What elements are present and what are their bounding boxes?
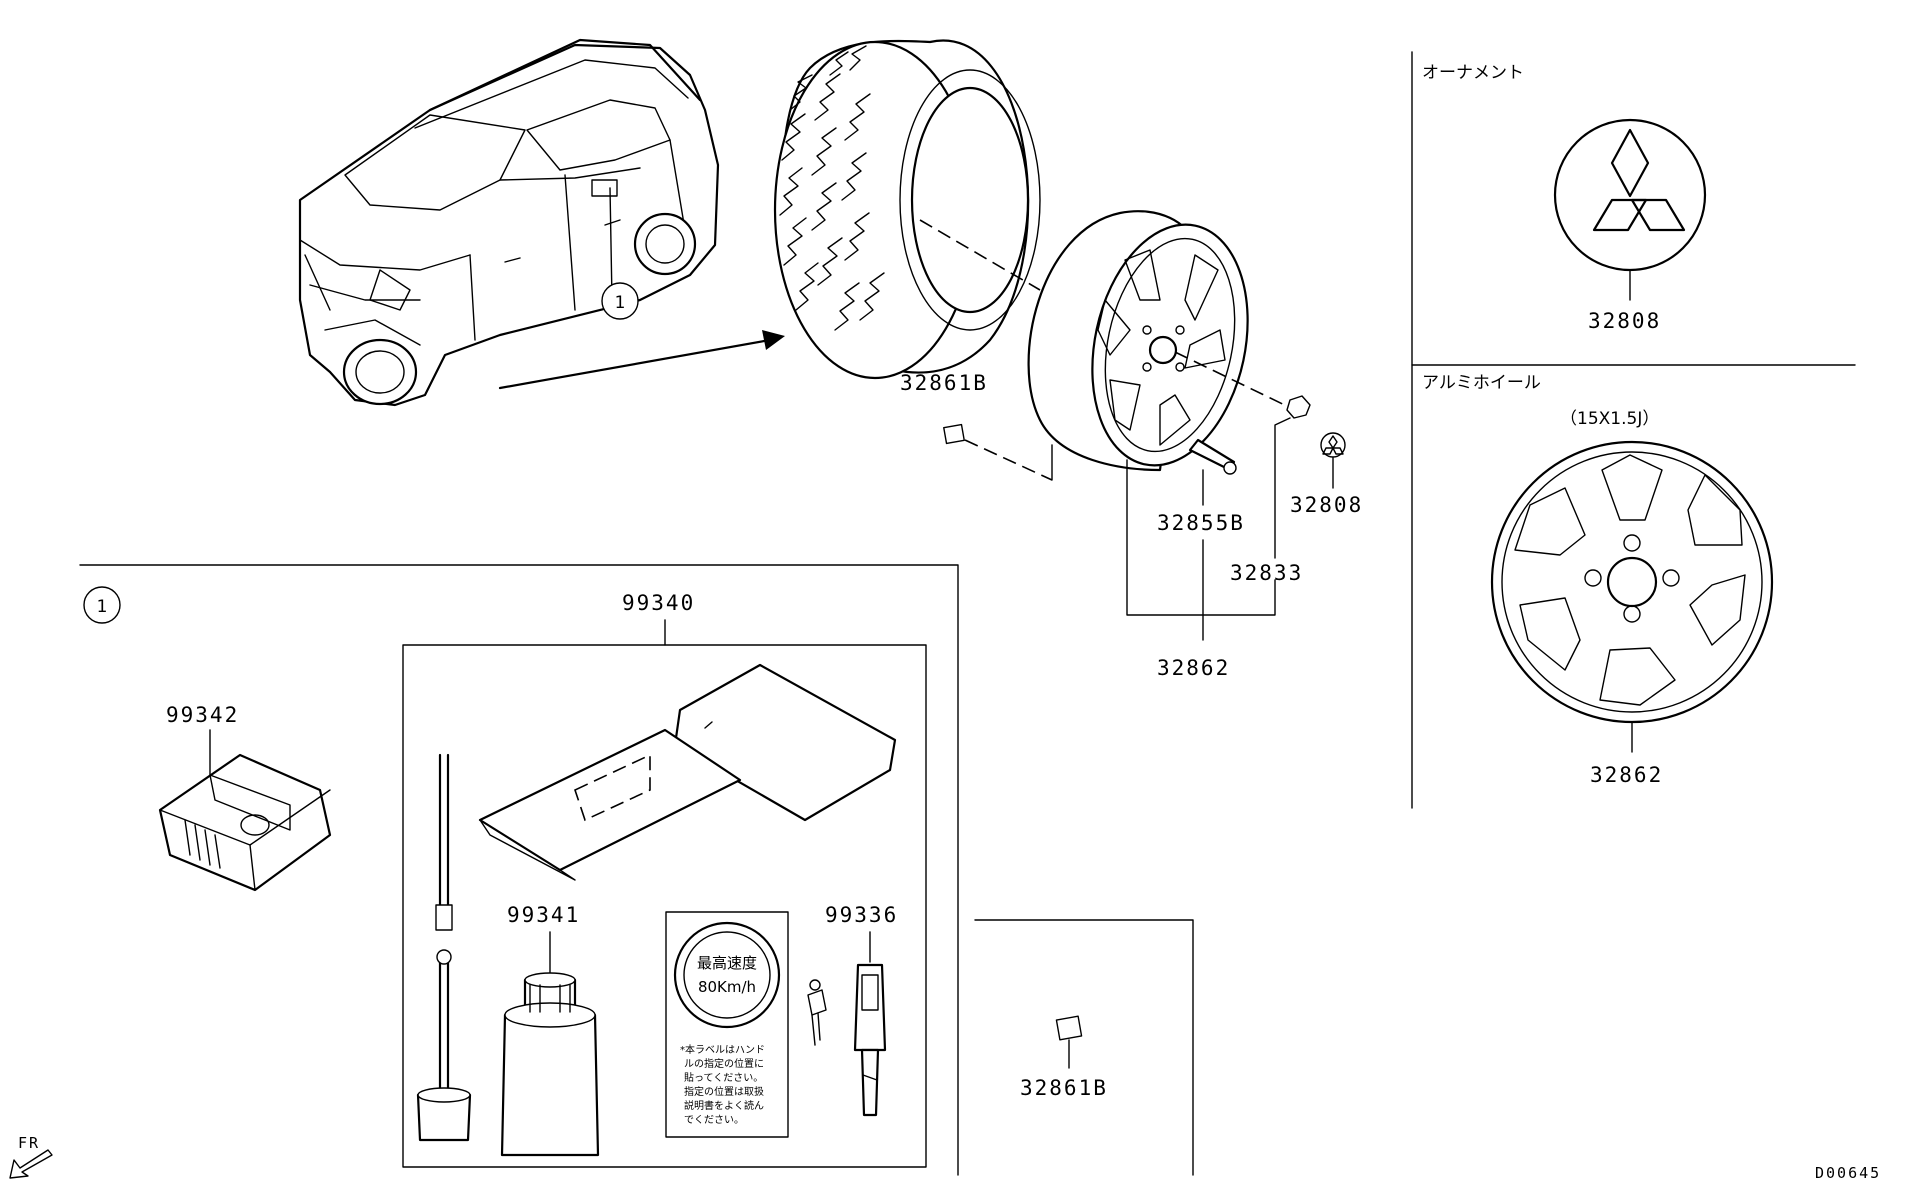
label-32855b: 32855B — [1157, 511, 1245, 535]
front-direction-arrow-icon — [9, 1149, 53, 1179]
weight-to-wheel-line — [964, 439, 1053, 481]
label-32861b-bottom: 32861B — [1020, 1076, 1108, 1100]
instruction-bags-illustration — [478, 663, 897, 881]
hub-ornament-illustration — [1320, 432, 1346, 458]
repair-kit-box — [402, 644, 927, 1168]
alloy-wheel-illustration — [1490, 440, 1774, 724]
front-direction-label: FR — [18, 1134, 40, 1152]
sticker-note-line-1: *本ラベルはハンド — [680, 1043, 765, 1056]
arrow-head-icon — [762, 330, 785, 350]
air-compressor-illustration — [158, 753, 332, 892]
tire-illustration — [773, 39, 1041, 380]
bracket-32862 — [1126, 459, 1276, 641]
label-32833: 32833 — [1230, 561, 1303, 585]
sticker-note-line-3: 貼ってください。 — [684, 1071, 763, 1084]
callout-marker-on-car: 1 — [615, 293, 626, 313]
balance-weight-top-illustration — [943, 423, 965, 445]
weight-section-frame — [974, 919, 1194, 1176]
nut-illustration — [1286, 395, 1311, 419]
valve-core-tool-illustration — [416, 753, 472, 1142]
speed-sticker-line2: 80Km/h — [698, 978, 756, 996]
label-99341: 99341 — [507, 903, 580, 927]
sticker-note-line-4: 指定の位置は取扱 — [684, 1085, 764, 1098]
sealant-bottle-illustration — [500, 972, 600, 1157]
sticker-note-line-6: でください。 — [684, 1114, 744, 1126]
alloy-section-title: アルミホイール — [1422, 373, 1541, 393]
sticker-note-line-5: 説明書をよく読ん — [684, 1099, 764, 1112]
label-99340: 99340 — [622, 591, 695, 615]
leader-32833 — [1274, 417, 1291, 559]
sticker-note-line-2: ルの指定の位置に — [684, 1057, 764, 1070]
label-32861b-top: 32861B — [900, 371, 988, 395]
diagram-code: D00645 — [1815, 1164, 1881, 1182]
label-32808-ornament: 32808 — [1588, 309, 1661, 333]
callout-marker-kit: 1 — [97, 597, 108, 617]
speed-sticker-outer-ring — [673, 921, 781, 1029]
ornament-section-title: オーナメント — [1422, 63, 1524, 83]
label-32808-hub: 32808 — [1290, 493, 1363, 517]
kit-section-frame — [79, 564, 959, 1176]
valve-stem-illustration — [1188, 438, 1237, 475]
speed-sticker-line1: 最高速度 — [697, 954, 757, 972]
callout-circle-kit — [83, 586, 121, 624]
callout-circle-on-car — [601, 282, 639, 320]
label-32862-wheel: 32862 — [1157, 656, 1230, 680]
car-illustration — [298, 38, 720, 407]
tire-to-wheel-line — [919, 219, 1041, 291]
label-32862-alloy: 32862 — [1590, 763, 1663, 787]
car-to-tire-arrow — [498, 338, 772, 390]
wheel-illustration — [1027, 210, 1249, 472]
hub-to-nut-line — [1174, 351, 1296, 411]
valve-adapter-illustration — [807, 963, 887, 1117]
three-diamond-logo-icon — [1592, 128, 1686, 232]
label-99342: 99342 — [166, 703, 239, 727]
alloy-size-label: （15X1.5J） — [1560, 409, 1659, 429]
balance-weight-bottom-illustration — [1055, 1015, 1083, 1041]
label-99336: 99336 — [825, 903, 898, 927]
